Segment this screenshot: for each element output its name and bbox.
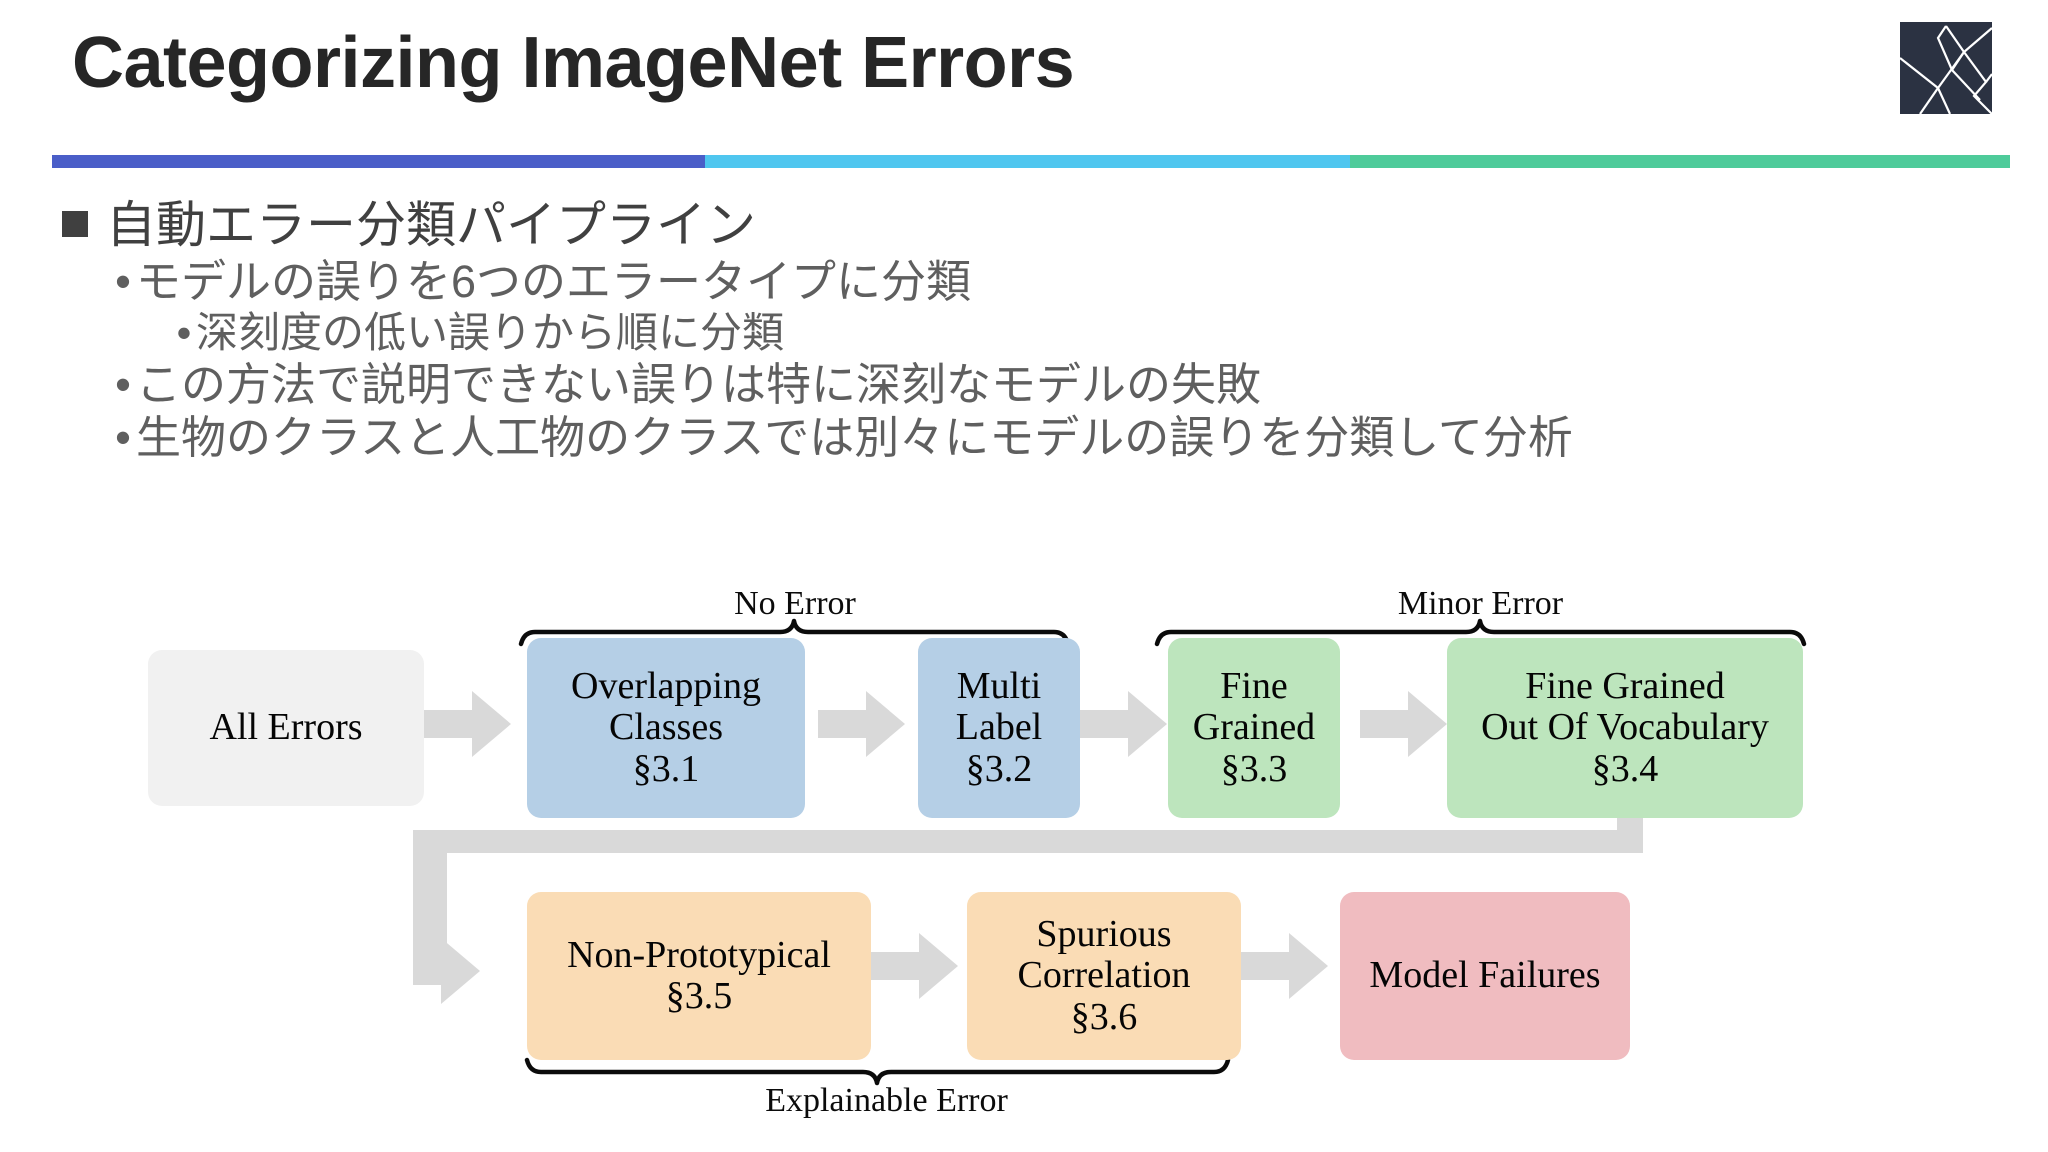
list-item-label: 生物のクラスと人工物のクラスでは別々にモデルの誤りを分類して分析 (136, 412, 1573, 464)
node-line: Out Of Vocabulary (1481, 706, 1769, 749)
accent-bar-segment-2 (705, 155, 1350, 168)
node-section-ref: §3.3 (1220, 747, 1288, 790)
diagram-node-non-prototypical[interactable]: Non-Prototypical §3.5 (527, 892, 871, 1060)
accent-bar-segment-1 (52, 155, 705, 168)
list-item: • この方法で説明できない誤りは特に深刻なモデルの失敗 (110, 359, 1962, 411)
node-line: Multi (956, 664, 1042, 707)
node-section-ref: §3.2 (965, 747, 1033, 790)
node-section-ref: §3.1 (632, 747, 700, 790)
node-line: Fine (1220, 664, 1288, 707)
node-line: Fine Grained (1525, 664, 1725, 707)
accent-bar-segment-3 (1350, 155, 2010, 168)
brace-label-explainable-error: Explainable Error (765, 1082, 1008, 1119)
node-section-ref: §3.6 (1070, 995, 1138, 1038)
node-line: Model Failures (1369, 954, 1601, 997)
diagram-node-fine-grained-oov[interactable]: Fine Grained Out Of Vocabulary §3.4 (1447, 638, 1803, 818)
accent-bar (52, 155, 2010, 168)
bullet-level1-text: 自動エラー分類パイプライン (106, 197, 756, 253)
diagram-node-overlapping-classes[interactable]: Overlapping Classes §3.1 (527, 638, 805, 818)
node-line: All Errors (209, 706, 363, 749)
node-line: Classes (609, 706, 723, 749)
square-bullet-icon (62, 211, 88, 237)
diagram-node-spurious-correlation[interactable]: Spurious Correlation §3.6 (967, 892, 1241, 1060)
brace-explainable-error (524, 1057, 1231, 1086)
list-item-label: モデルの誤りを6つのエラータイプに分類 (136, 256, 972, 307)
list-item-label: この方法で説明できない誤りは特に深刻なモデルの失敗 (136, 358, 1262, 410)
node-line: Correlation (1017, 954, 1191, 997)
brace-label-minor-error: Minor Error (1397, 585, 1564, 622)
list-item-label: 深刻度の低い誤りから順に分類 (196, 309, 785, 357)
page-title: Categorizing ImageNet Errors (72, 23, 1075, 103)
list-item: • 深刻度の低い誤りから順に分類 (172, 309, 1962, 358)
diagram-node-fine-grained[interactable]: Fine Grained §3.3 (1168, 638, 1340, 818)
dot-bullet-icon: • (115, 256, 131, 307)
dot-bullet-icon: • (115, 412, 131, 464)
dot-bullet-icon: • (115, 358, 131, 410)
bullet-list: 自動エラー分類パイプライン • モデルの誤りを6つのエラータイプに分類 • 深刻… (62, 196, 1962, 465)
list-item: • 生物のクラスと人工物のクラスでは別々にモデルの誤りを分類して分析 (110, 412, 1962, 464)
diagram-node-model-failures[interactable]: Model Failures (1340, 892, 1630, 1060)
node-section-ref: §3.5 (665, 975, 733, 1017)
diagram-node-all-errors[interactable]: All Errors (148, 650, 424, 806)
node-line: Spurious (1036, 912, 1172, 955)
node-line: Non-Prototypical (567, 933, 831, 976)
node-line: Label (955, 706, 1043, 749)
network-lattice-logo (1900, 22, 1992, 114)
dot-bullet-icon: • (176, 309, 192, 357)
node-section-ref: §3.4 (1591, 747, 1659, 790)
node-line: Grained (1192, 706, 1316, 749)
node-line: Overlapping (571, 664, 761, 707)
list-item: • モデルの誤りを6つのエラータイプに分類 (110, 256, 1962, 308)
diagram-node-multi-label[interactable]: Multi Label §3.2 (918, 638, 1080, 818)
brace-label-no-error: No Error (734, 585, 856, 622)
bullet-level1: 自動エラー分類パイプライン (62, 196, 1962, 254)
